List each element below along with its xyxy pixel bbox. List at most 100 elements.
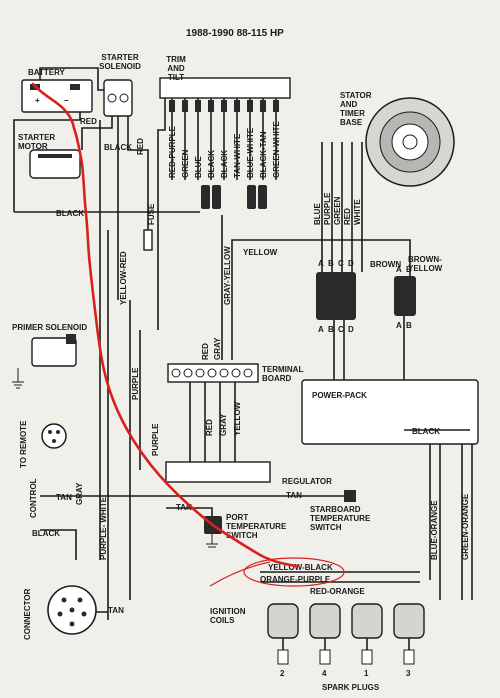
regulator — [165, 461, 271, 483]
spark-plug — [361, 649, 373, 665]
terminal-upper-label: GRAY — [213, 337, 222, 360]
starter-motor — [29, 149, 81, 179]
wire-label-tan-3: TAN — [56, 493, 72, 502]
ignition-coil — [309, 603, 341, 639]
starter-solenoid — [103, 79, 133, 117]
power-pack — [301, 379, 479, 445]
pin-label-brown-bottom: B — [406, 321, 412, 330]
spark-plug-number: 4 — [322, 669, 327, 678]
trim-wire-label: BLACK-TAN — [259, 131, 268, 178]
red-trace-annotation — [31, 82, 300, 568]
spark-plug-number: 3 — [406, 669, 411, 678]
terminal-board — [167, 363, 259, 383]
pin-label-top: C — [338, 259, 344, 268]
trim-connector-d — [258, 185, 267, 209]
stator-wire-label: WHITE — [353, 199, 362, 225]
power-pack-output-wires — [429, 444, 473, 600]
trim-wire-label: BLUE-WHITE — [246, 127, 255, 178]
stator-wire-label: BLUE — [313, 203, 322, 225]
red-circle-annotation — [243, 557, 345, 587]
pin-label-brown-bottom: A — [396, 321, 402, 330]
power-pack-label: POWER-PACK — [312, 391, 367, 400]
wire-label-tan-2: TAN — [176, 503, 192, 512]
battery-label: BATTERY — [28, 68, 66, 77]
pin-label-brown-top: B — [406, 265, 412, 274]
wire-label-brown: BROWN — [370, 260, 401, 269]
ignition-coil — [267, 603, 299, 639]
wire-label-red-orange: RED-ORANGE — [310, 587, 365, 596]
pin-label-bottom: B — [328, 325, 334, 334]
spark-plug-number: 2 — [280, 669, 285, 678]
stator-wire-label: RED — [343, 208, 352, 225]
page-title: 1988-1990 88-115 HP — [186, 28, 284, 39]
trim-connector-c — [247, 185, 256, 209]
ignition-coil — [393, 603, 425, 639]
wire-label-tan-1: TAN — [286, 491, 302, 500]
wire-label-black-2: BLACK — [56, 209, 84, 218]
trim-wire-label: BLACK — [220, 150, 229, 178]
remote-control-plug — [41, 423, 67, 449]
ignition-coil — [351, 603, 383, 639]
wire-label-black-pp: BLACK — [412, 427, 440, 436]
wire-label-brown-yellow: BROWN-YELLOW — [408, 255, 443, 273]
terminal-lower-label: YELLOW — [233, 401, 242, 436]
main-wiring — [13, 67, 411, 620]
remote-control-label: TO REMOTECONTROL — [19, 420, 38, 518]
pin-label-top: B — [328, 259, 334, 268]
regulator-label: REGULATOR — [282, 477, 332, 486]
trim-wire-label: RED-PURPLE — [168, 125, 177, 178]
battery-minus-sign: − — [64, 96, 69, 105]
terminal-lower-label: GRAY — [219, 413, 228, 436]
primer-solenoid-label: PRIMER SOLENOID — [12, 323, 87, 332]
spark-plug — [403, 649, 415, 665]
wire-label-black-3: BLACK — [32, 529, 60, 538]
coil-feed-wires — [260, 571, 420, 583]
primer-solenoid — [12, 334, 77, 389]
stator — [365, 97, 455, 187]
wire-label-orange-purple: ORANGE-PURPLE — [260, 575, 331, 584]
spark-plug — [319, 649, 331, 665]
stator-wire-label: PURPLE — [323, 192, 332, 225]
pin-label-bottom: D — [348, 325, 354, 334]
trim-wire-label: BLUE — [194, 156, 203, 178]
pin-label-bottom: A — [318, 325, 324, 334]
wire-label-yellow-1: YELLOW — [243, 248, 278, 257]
trim-wire-label: GREEN-WHITE — [272, 120, 281, 178]
wire-label-purple-2: PURPLE — [151, 423, 160, 456]
wire-label-gray-yellow: GRAY-YELLOW — [223, 246, 232, 305]
wire-label-tan-4: TAN — [108, 606, 124, 615]
trim-wire-label: GREEN — [181, 149, 190, 178]
red-circle-tail — [209, 561, 271, 587]
pin-label-bottom: C — [338, 325, 344, 334]
terminal-upper-label: RED — [201, 343, 210, 360]
pin-label-top: A — [318, 259, 324, 268]
trim-connector-b — [212, 185, 221, 209]
starboard-temperature-switch — [150, 490, 356, 502]
wire-label-red-1: RED — [80, 117, 97, 126]
wire-label-yellow-red: YELLOW-RED — [119, 251, 128, 305]
trim-wire-label: TAN-WHITE — [233, 133, 242, 178]
stator-connector-block — [316, 272, 416, 320]
battery-plus-sign: + — [35, 96, 40, 105]
main-connector — [47, 585, 97, 635]
pin-label-brown-top: A — [396, 265, 402, 274]
spark-plug — [277, 649, 289, 665]
wire-label-black-1: BLACK — [104, 143, 132, 152]
connector-label: CONNECTOR — [23, 588, 32, 640]
trim-connector-a — [201, 185, 210, 209]
wire-label-green-orange: GREEN-ORANGE — [461, 493, 470, 560]
